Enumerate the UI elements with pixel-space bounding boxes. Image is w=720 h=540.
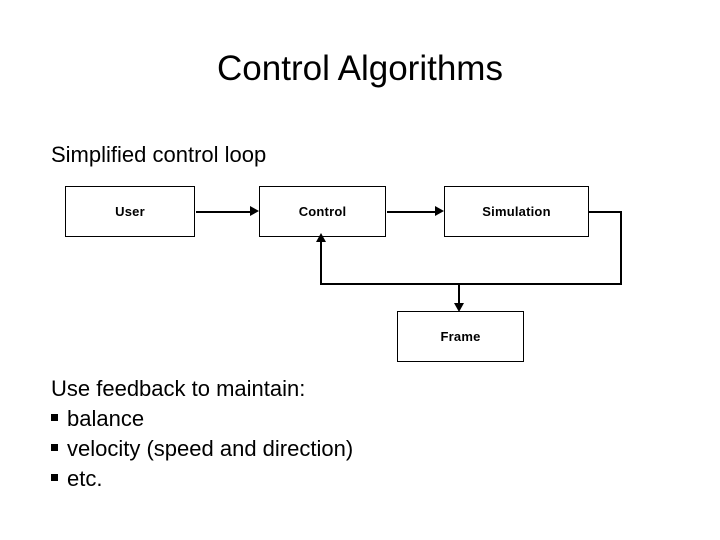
list-item-label: etc. bbox=[67, 466, 103, 491]
connector-simulation-output bbox=[589, 211, 622, 213]
square-bullet-icon bbox=[51, 444, 58, 451]
diagram-node-control: Control bbox=[259, 186, 386, 237]
list-item: balance bbox=[51, 404, 671, 434]
page-title: Control Algorithms bbox=[217, 49, 503, 88]
connector-feedback-to-frame bbox=[458, 283, 460, 305]
connector-control-to-simulation bbox=[387, 211, 435, 213]
diagram-node-simulation: Simulation bbox=[444, 186, 589, 237]
connector-simulation-down bbox=[620, 211, 622, 284]
connector-feedback-bus bbox=[320, 283, 622, 285]
square-bullet-icon bbox=[51, 414, 58, 421]
list-item-label: velocity (speed and direction) bbox=[67, 436, 354, 461]
arrowhead-down-icon bbox=[454, 303, 464, 312]
arrowhead-right-icon bbox=[250, 206, 259, 216]
diagram-node-frame: Frame bbox=[397, 311, 524, 362]
list-item-label: balance bbox=[67, 406, 145, 431]
list-item: velocity (speed and direction) bbox=[51, 434, 671, 464]
body-text-block: Use feedback to maintain: balance veloci… bbox=[51, 374, 671, 494]
square-bullet-icon bbox=[51, 474, 58, 481]
section-subheading: Simplified control loop bbox=[51, 142, 267, 167]
diagram-node-user: User bbox=[65, 186, 195, 237]
connector-user-to-control bbox=[196, 211, 251, 213]
arrowhead-up-icon bbox=[316, 233, 326, 242]
connector-feedback-to-control bbox=[320, 240, 322, 284]
body-lead-line: Use feedback to maintain: bbox=[51, 376, 306, 401]
arrowhead-right-icon bbox=[435, 206, 444, 216]
list-item: etc. bbox=[51, 464, 671, 494]
